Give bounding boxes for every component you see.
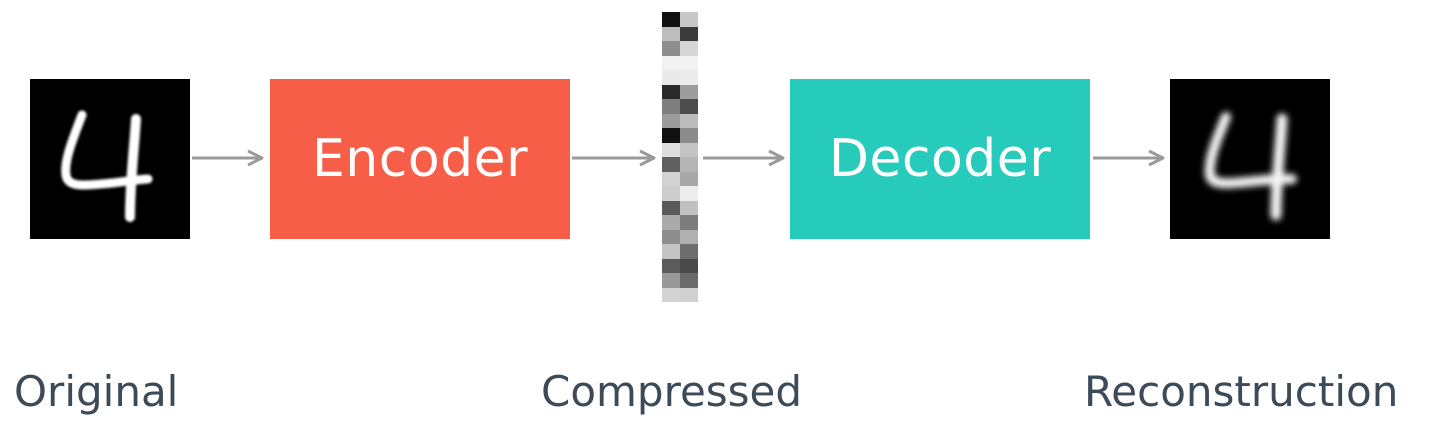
code-cell — [680, 70, 698, 85]
code-cell — [662, 258, 680, 273]
code-cell — [662, 128, 680, 143]
code-cell — [662, 229, 680, 244]
handwritten-digit-4-icon — [61, 110, 153, 222]
code-cell — [662, 55, 680, 70]
code-cell — [680, 157, 698, 172]
encoder-block: Encoder — [270, 79, 570, 239]
blurred-handwritten-digit-4-icon — [1204, 112, 1297, 221]
code-cell — [680, 171, 698, 186]
code-cell — [680, 41, 698, 56]
arrow-encoder-to-compressed — [572, 149, 656, 167]
decoder-block: Decoder — [790, 79, 1090, 239]
code-cell — [680, 142, 698, 157]
code-cell — [680, 186, 698, 201]
encoder-label: Encoder — [311, 129, 529, 189]
arrow-compressed-to-decoder — [703, 149, 785, 167]
code-cell — [662, 70, 680, 85]
original-image — [30, 79, 190, 239]
code-cell — [680, 55, 698, 70]
code-cell — [662, 186, 680, 201]
decoder-label: Decoder — [828, 129, 1052, 189]
arrow-decoder-to-reconstruction — [1093, 149, 1165, 167]
code-cell — [662, 26, 680, 41]
code-cell — [662, 200, 680, 215]
code-cell — [662, 113, 680, 128]
code-cell — [680, 244, 698, 259]
code-cell — [662, 84, 680, 99]
code-cell — [662, 12, 680, 27]
code-cell — [680, 12, 698, 27]
code-cell — [680, 215, 698, 230]
caption-reconstruction: Reconstruction — [1084, 367, 1399, 416]
code-cell — [680, 273, 698, 288]
code-cell — [662, 157, 680, 172]
code-cell — [662, 171, 680, 186]
arrow-original-to-encoder — [192, 149, 264, 167]
code-cell — [680, 26, 698, 41]
code-cell — [680, 84, 698, 99]
code-cell — [680, 128, 698, 143]
caption-compressed: Compressed — [541, 367, 803, 416]
code-cell — [680, 113, 698, 128]
code-cell — [662, 287, 680, 302]
code-cell — [662, 142, 680, 157]
code-cell — [662, 41, 680, 56]
code-cell — [662, 244, 680, 259]
code-cell — [680, 200, 698, 215]
code-cell — [662, 215, 680, 230]
code-cell — [680, 229, 698, 244]
reconstruction-image — [1170, 79, 1330, 239]
code-cell — [680, 99, 698, 114]
compressed-code — [662, 12, 698, 302]
code-cell — [680, 258, 698, 273]
code-cell — [662, 99, 680, 114]
caption-original: Original — [14, 367, 179, 416]
code-cell — [662, 273, 680, 288]
code-cell — [680, 287, 698, 302]
